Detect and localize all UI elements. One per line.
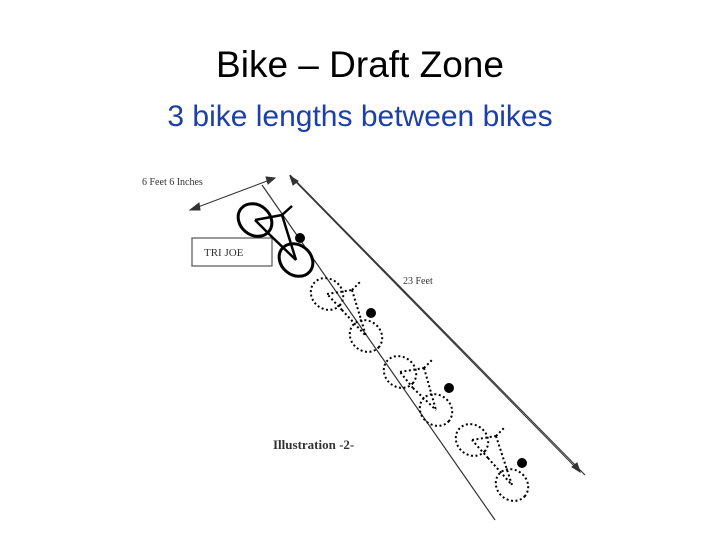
slide-title: Bike – Draft Zone [216, 44, 504, 85]
draft-bike-2-head [444, 383, 454, 393]
rider-label: TRI JOE [204, 247, 244, 259]
draft-bike-3 [454, 423, 530, 502]
zone-boundary [261, 174, 586, 521]
illustration-caption: Illustration -2- [273, 437, 354, 452]
slide-subtitle: 3 bike lengths between bikes [167, 100, 553, 133]
width-dimension-label: 6 Feet 6 Inches [142, 177, 203, 188]
lead-bike [236, 202, 315, 278]
zone-right-edge [289, 174, 586, 476]
length-dimension-label: 23 Feet [403, 276, 433, 287]
draft-bike-1-head [366, 308, 376, 318]
draft-bike-1 [309, 277, 384, 353]
draft-bike-2 [382, 355, 454, 427]
rider-label-box [191, 237, 273, 267]
width-dimension [188, 176, 277, 211]
length-dimension [289, 174, 581, 474]
draft-bike-3-head [517, 458, 527, 468]
